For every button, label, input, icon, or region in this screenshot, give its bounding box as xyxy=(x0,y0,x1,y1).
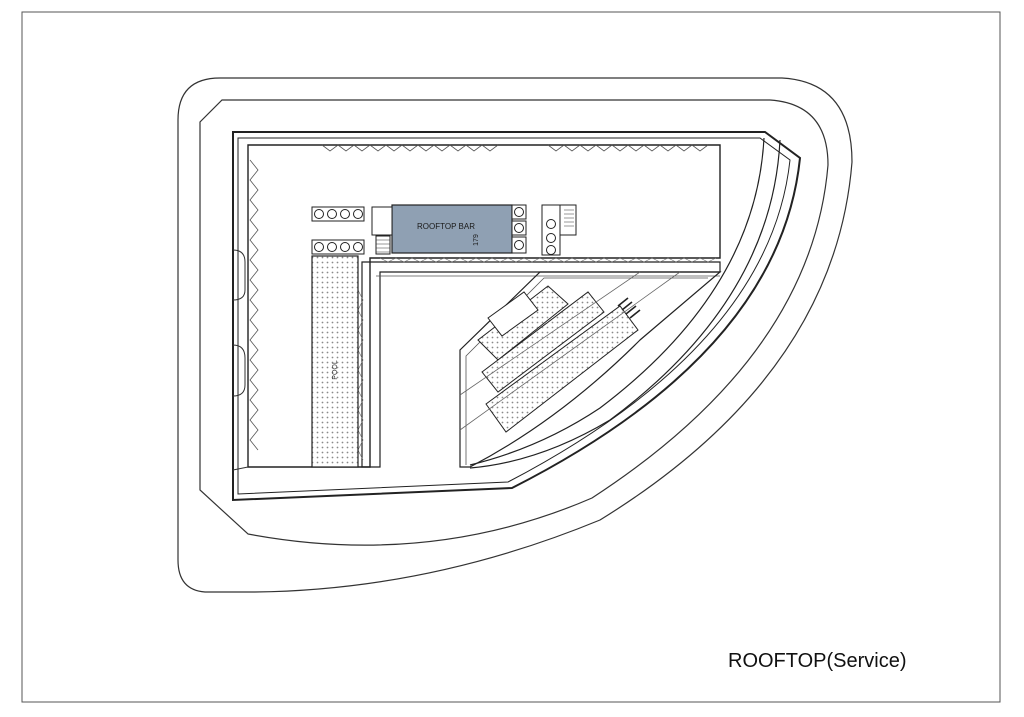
glazing-top xyxy=(321,144,499,152)
pool xyxy=(311,255,359,468)
terrace-curve-outer xyxy=(469,139,781,469)
building-outline xyxy=(232,131,802,502)
glazing-left xyxy=(249,159,259,451)
glazing-courtyard-top xyxy=(379,257,717,263)
equipment-stair-treads xyxy=(564,209,574,227)
glazing-top-right xyxy=(547,144,709,152)
building-outline-inner xyxy=(237,137,791,495)
pool-label: POOL xyxy=(332,360,339,380)
wall-niche-lower xyxy=(232,344,246,397)
outer-boundary xyxy=(177,77,853,593)
seating-strip-3 xyxy=(485,305,639,433)
courtyard-outline xyxy=(361,261,721,468)
terrace-wedge xyxy=(459,271,722,468)
inner-boundary xyxy=(199,99,829,546)
kiosk xyxy=(487,291,539,337)
rooftop-bar-label: ROOFTOP BAR xyxy=(417,222,475,231)
wall-joint xyxy=(232,466,249,471)
service-stair-treads xyxy=(376,239,390,253)
rooftop-bar-number: 179 xyxy=(473,234,480,246)
sheet-title: ROOFTOP(Service) xyxy=(728,650,907,672)
fan-circles xyxy=(314,207,556,255)
wall-niche-upper xyxy=(232,249,246,301)
terrace-steps xyxy=(617,297,641,319)
terrace-edge-line xyxy=(459,271,641,396)
glazing-courtyard-left xyxy=(357,289,364,461)
terrace-edge-line-2 xyxy=(459,271,681,431)
terrace-curve-inner xyxy=(469,137,765,466)
sheet-frame xyxy=(21,11,1001,703)
service-room xyxy=(371,206,393,236)
service-stair xyxy=(375,235,391,255)
